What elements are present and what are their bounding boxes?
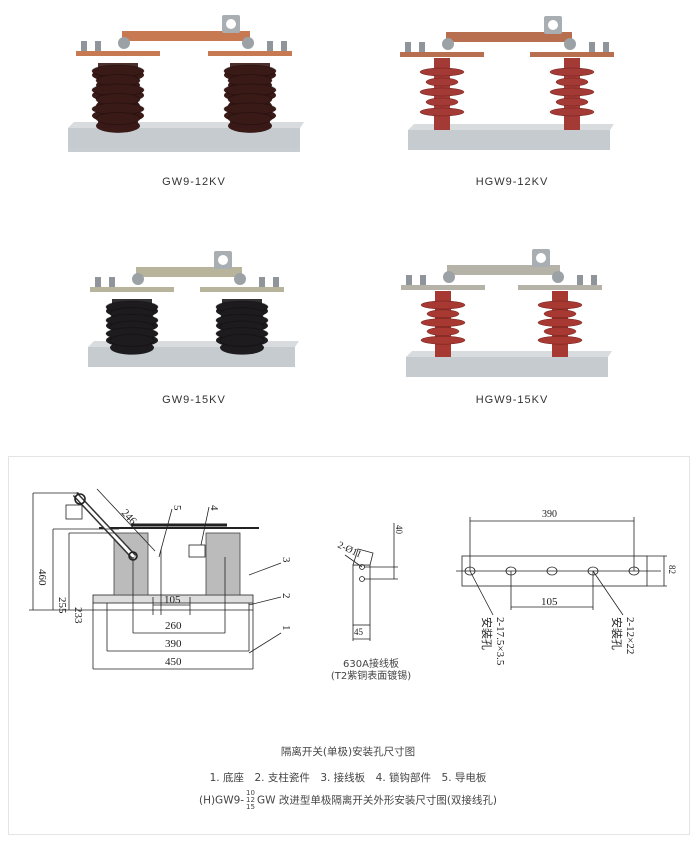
insulator-left <box>419 58 465 130</box>
product-photo-hgw9-15kv <box>398 235 618 380</box>
bolt <box>81 41 87 51</box>
terminal-plate <box>400 52 484 57</box>
dim-105: 105 <box>164 594 181 606</box>
dim-450: 450 <box>165 656 182 668</box>
product-caption: HGW9-15KV <box>475 394 549 406</box>
insulator-left <box>420 291 466 357</box>
insulator-right <box>537 291 583 357</box>
dim-233: 233 <box>72 607 84 624</box>
dim-255: 255 <box>56 597 68 614</box>
terminal-caption-1: 630A接线板 <box>343 659 399 670</box>
insulator-left <box>91 63 145 133</box>
bolt <box>95 277 101 287</box>
terminal-plate <box>401 285 485 290</box>
bolt <box>591 275 597 285</box>
drawing-title: 隔离开关(单极)安装孔尺寸图 <box>280 746 416 758</box>
terminal-plate <box>200 287 284 292</box>
terminal-plate <box>530 52 614 57</box>
terminal-dim-45: 45 <box>354 627 364 637</box>
bolt <box>95 41 101 51</box>
dimension-drawing-panel: 460 255 233 246 105 260 390 450 5 4 3 2 … <box>8 456 690 835</box>
base-dim-105: 105 <box>541 596 558 608</box>
terminal-plate <box>76 51 160 56</box>
dimension-drawing: 460 255 233 246 105 260 390 450 5 4 3 2 … <box>29 488 677 670</box>
footer-prefix: (H)GW9- <box>198 794 245 807</box>
base-channel <box>68 128 300 148</box>
insulator-right <box>215 299 269 355</box>
insulator-right <box>223 63 277 133</box>
terminal-plate <box>518 285 602 290</box>
switch-blade <box>447 265 560 275</box>
bolt <box>405 42 411 52</box>
callout-5: 5 <box>171 505 183 511</box>
bolt <box>577 275 583 285</box>
bolt <box>109 277 115 287</box>
bolt <box>267 41 273 51</box>
product-photo-gw9-15kv <box>80 235 305 370</box>
product-photo-gw9-12kv <box>60 5 310 155</box>
base-channel <box>406 357 608 377</box>
footer-suffix: GW 改进型单极隔离开关外形安装尺寸图(双接线孔) <box>256 794 498 807</box>
bolt <box>603 42 609 52</box>
base-hole-right: 2-12×22 <box>624 617 636 654</box>
parts-legend: 1. 底座 2. 支柱瓷件 3. 接线板 4. 锁钩部件 5. 导电板 <box>209 772 487 784</box>
terminal-hole-label: 2-Ø11 <box>336 540 363 561</box>
bolt <box>281 41 287 51</box>
terminal-plate <box>208 51 292 56</box>
dim-460: 460 <box>36 569 48 586</box>
dim-260: 260 <box>165 620 182 632</box>
callout-2: 2 <box>280 593 292 599</box>
base-dim-82: 82 <box>667 565 677 574</box>
bolt <box>420 275 426 285</box>
terminal-caption-2: (T2紫铜表面镀锡) <box>330 671 412 682</box>
callout-1: 1 <box>280 625 292 631</box>
insulator-right <box>549 58 595 130</box>
drawing-insulator-left <box>113 532 149 596</box>
base-hole-left: 2-17.5×3.5 <box>494 617 506 666</box>
product-caption: HGW9-12KV <box>475 176 549 188</box>
base-hole-right-note: 安装孔 <box>610 617 624 650</box>
product-caption: GW9-15KV <box>162 394 226 406</box>
base-hole-left-note: 安装孔 <box>480 617 494 650</box>
bolt <box>406 275 412 285</box>
callout-4: 4 <box>208 505 220 511</box>
product-photo-hgw9-12kv <box>400 10 620 155</box>
base-channel <box>408 124 614 130</box>
switch-blade <box>122 31 250 41</box>
drawing-insulator-right <box>205 532 241 596</box>
base-channel <box>408 130 610 150</box>
bolt <box>259 277 265 287</box>
dim-390: 390 <box>165 638 182 650</box>
callout-3: 3 <box>280 557 292 563</box>
insulator-left <box>105 299 159 355</box>
terminal-dim-40: 40 <box>394 525 404 535</box>
bolt <box>273 277 279 287</box>
switch-blade <box>136 267 242 277</box>
base-dim-390: 390 <box>542 509 557 520</box>
bolt <box>589 42 595 52</box>
bolt <box>419 42 425 52</box>
product-caption: GW9-12KV <box>162 176 226 188</box>
terminal-plate <box>90 287 174 292</box>
switch-blade <box>446 32 572 42</box>
